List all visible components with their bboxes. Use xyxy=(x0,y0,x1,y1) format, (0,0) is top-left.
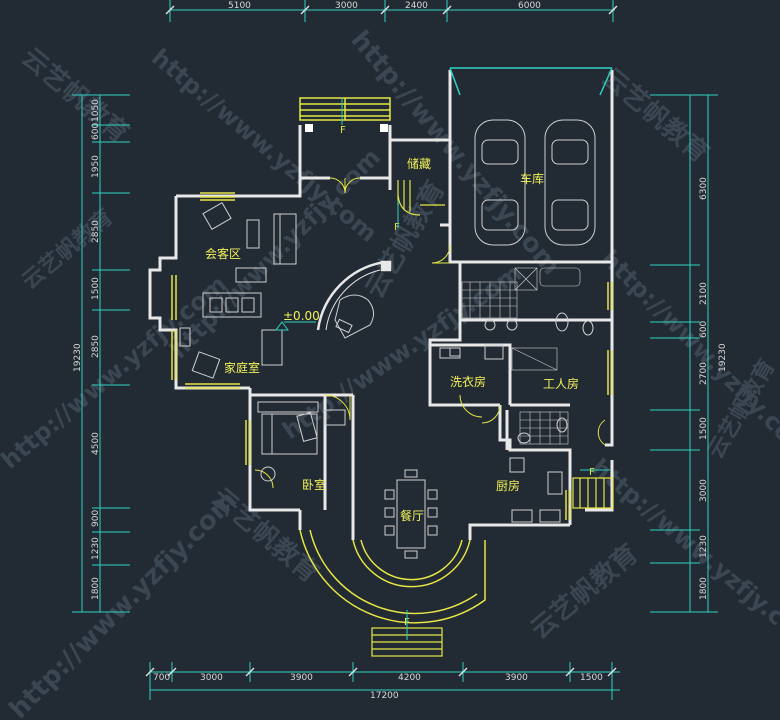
dim-bottom-2: 3000 xyxy=(200,673,223,683)
bathroom-tiles xyxy=(461,267,581,445)
room-label-storage: 储藏 xyxy=(407,156,431,171)
stair-mark-inner: F xyxy=(394,222,400,233)
room-label-kitchen: 厨房 xyxy=(496,478,520,493)
room-label-garage: 车库 xyxy=(520,171,544,186)
dim-top-2: 3000 xyxy=(335,1,358,11)
dim-right-4: 2700 xyxy=(699,362,709,385)
dim-bottom-total: 17200 xyxy=(370,691,399,701)
dim-left-5: 1500 xyxy=(91,277,101,300)
dim-right-6: 3000 xyxy=(699,479,709,502)
piano-area xyxy=(316,260,392,331)
dim-left-8: 900 xyxy=(91,510,101,527)
dim-right-7: 1230 xyxy=(699,535,709,558)
dim-left-1: 1050 xyxy=(91,99,101,122)
dim-bottom-1: 700 xyxy=(153,673,170,683)
watermark-url-3: http://www.yzfjy.com xyxy=(596,244,780,465)
room-label-meeting: 会客区 xyxy=(205,246,241,261)
watermark-brand-6: 云艺帆教育 xyxy=(17,204,118,295)
dim-left-10: 1800 xyxy=(91,577,101,600)
dim-left-3: 1950 xyxy=(91,155,101,178)
room-label-family: 家庭室 xyxy=(224,360,260,375)
room-label-bedroom: 卧室 xyxy=(302,477,326,492)
dim-left-7: 4500 xyxy=(91,432,101,455)
watermark-url-1: http://www.yzfjy.com xyxy=(146,43,382,248)
dim-left-total: 19230 xyxy=(73,343,83,372)
steps xyxy=(371,180,614,657)
dim-right-2: 2100 xyxy=(699,282,709,305)
windows xyxy=(171,67,613,520)
dim-bottom-5: 3900 xyxy=(505,673,528,683)
room-label-dining: 餐厅 xyxy=(400,508,424,523)
dim-top-1: 5100 xyxy=(228,1,251,11)
watermark-url-2: http://www.yzfjy.com xyxy=(345,25,566,281)
dim-top-4: 6000 xyxy=(518,1,541,11)
dim-top-3: 2400 xyxy=(405,1,428,11)
watermark-brand-3: 云艺帆教育 xyxy=(206,482,326,589)
garage-cars xyxy=(474,119,596,246)
dim-left-6: 2850 xyxy=(91,335,101,358)
dim-right-1: 6300 xyxy=(699,177,709,200)
watermark-url-8: http://www.yzfjy.com xyxy=(4,485,244,720)
room-label-worker: 工人房 xyxy=(543,376,579,391)
dim-left-4: 2850 xyxy=(91,220,101,243)
watermark-brand-5: 云艺帆教育 xyxy=(359,175,451,303)
walls xyxy=(148,70,614,540)
furniture xyxy=(179,202,461,559)
dimension-lines xyxy=(72,0,718,700)
dim-bottom-6: 1500 xyxy=(580,673,603,683)
stair-arrow-lines xyxy=(341,98,610,640)
watermark-brand-4: 云艺帆教育 xyxy=(525,538,645,645)
dim-right-5: 1500 xyxy=(699,417,709,440)
stair-mark-porch: F xyxy=(340,125,346,136)
dim-bottom-3: 3900 xyxy=(290,673,313,683)
watermark-url-5: http://www.yzfjy.com xyxy=(164,143,385,364)
doors xyxy=(254,177,606,489)
room-label-laundry: 洗衣房 xyxy=(450,374,486,389)
dim-bottom-4: 4200 xyxy=(398,673,421,683)
elevation-marker: ±0.00 xyxy=(275,309,320,331)
dimension-text: 5100 3000 2400 6000 700 3000 3900 4200 3… xyxy=(73,1,728,701)
dim-right-total: 19230 xyxy=(718,343,728,372)
dim-left-2: 600 xyxy=(91,123,101,140)
stair-mark-side: F xyxy=(589,467,595,478)
elevation-label: ±0.00 xyxy=(283,309,320,323)
posts xyxy=(305,124,388,132)
room-labels: 储藏 车库 会客区 家庭室 卧室 餐厅 厨房 洗衣房 工人房 xyxy=(205,156,579,523)
dim-right-8: 1800 xyxy=(699,577,709,600)
dimension-ticks xyxy=(145,5,618,677)
dim-right-3: 600 xyxy=(699,321,709,338)
watermark-url-7: http://www.yzfjy.com xyxy=(277,259,527,445)
dim-left-9: 1230 xyxy=(91,537,101,560)
dining-bay xyxy=(299,529,486,624)
piano xyxy=(334,294,374,339)
